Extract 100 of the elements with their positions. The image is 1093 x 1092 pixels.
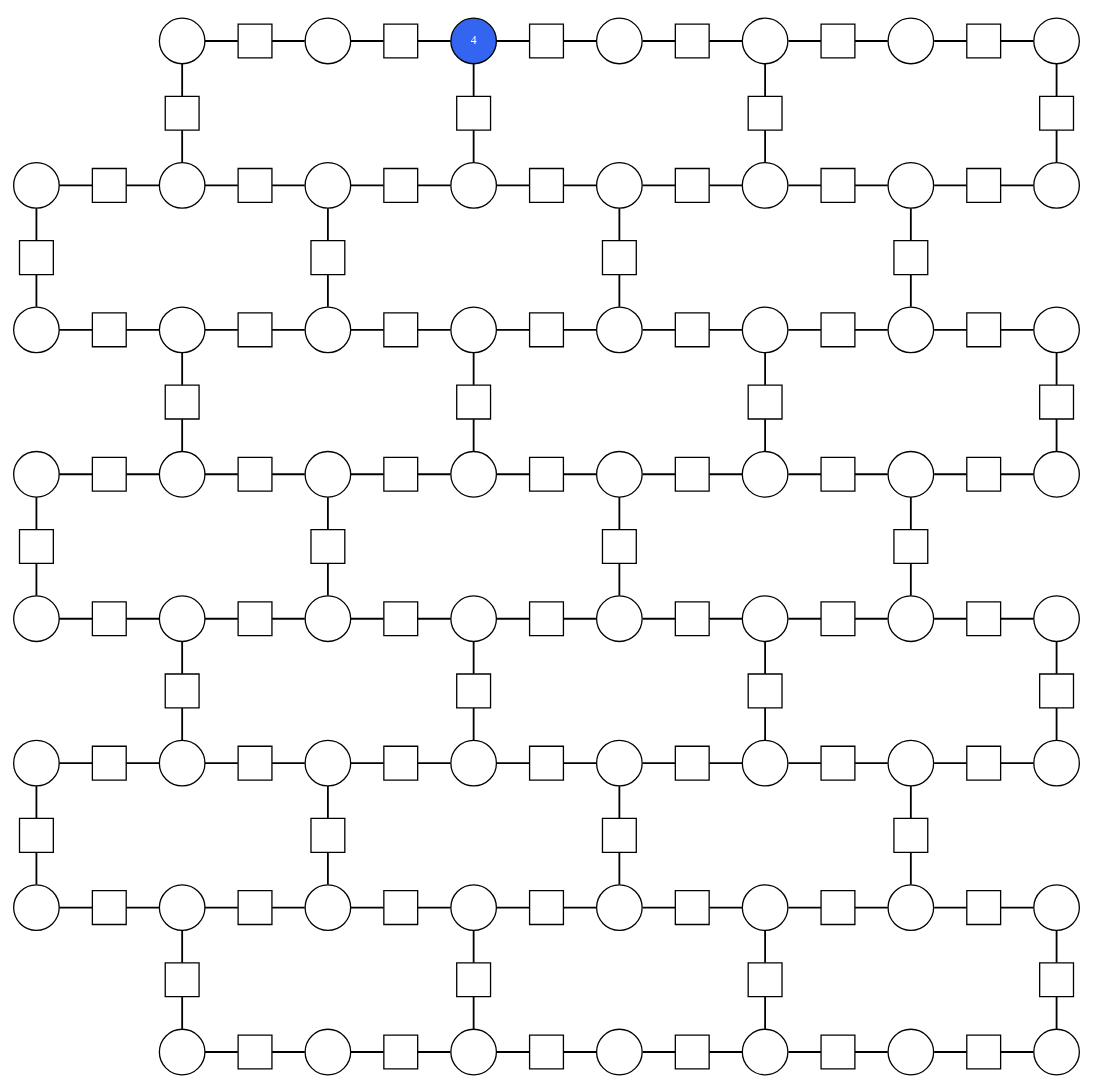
connector — [933, 617, 968, 620]
connector — [327, 206, 329, 241]
connector — [909, 273, 912, 308]
node-circle — [304, 450, 352, 498]
connector — [854, 39, 889, 42]
connector — [787, 906, 822, 908]
node-circle — [304, 1028, 352, 1075]
connector — [764, 128, 766, 163]
node-circle — [741, 594, 789, 642]
connector — [999, 617, 1035, 620]
connector — [181, 706, 184, 741]
node-box — [674, 745, 710, 781]
connector — [204, 906, 239, 908]
connector — [472, 995, 475, 1030]
node-circle — [887, 161, 935, 209]
connector — [416, 328, 452, 331]
connector — [854, 184, 889, 186]
connector — [909, 784, 912, 819]
connector — [562, 1050, 598, 1053]
connector — [472, 128, 475, 163]
connector — [787, 761, 822, 764]
connector — [708, 472, 743, 475]
node-circle — [741, 17, 789, 64]
node-circle — [741, 1028, 789, 1075]
node-box — [966, 167, 1002, 203]
node-circle — [450, 739, 498, 787]
node-circle — [1033, 305, 1080, 353]
connector — [496, 617, 531, 620]
connector — [181, 128, 184, 163]
connector — [327, 273, 329, 308]
connector — [416, 472, 452, 475]
connector — [181, 640, 184, 675]
connector — [641, 472, 677, 475]
node-circle — [887, 17, 935, 64]
connector — [181, 351, 184, 386]
node-circle — [1033, 883, 1080, 931]
node-circle — [887, 305, 935, 353]
node-box — [1039, 95, 1075, 131]
connector — [1055, 417, 1058, 452]
connector — [496, 472, 531, 475]
connector — [1055, 62, 1058, 97]
connector — [933, 184, 968, 186]
connector — [787, 472, 822, 475]
connector — [933, 39, 968, 42]
node-box — [91, 600, 127, 636]
connector — [349, 328, 385, 331]
node-circle — [304, 739, 352, 787]
connector — [787, 328, 822, 331]
node-box — [18, 239, 54, 275]
connector — [562, 906, 598, 908]
connector — [999, 184, 1035, 186]
node-box — [1039, 384, 1075, 420]
node-box — [237, 456, 273, 492]
node-box — [966, 456, 1002, 492]
connector — [999, 761, 1035, 764]
node-box — [820, 22, 856, 59]
node-circle — [304, 883, 352, 931]
node-box — [528, 889, 565, 925]
connector — [999, 39, 1035, 42]
node-box — [966, 889, 1002, 925]
node-box — [966, 311, 1002, 347]
connector — [349, 184, 385, 186]
node-circle — [595, 305, 643, 353]
node-circle — [595, 17, 643, 64]
node-circle — [304, 305, 352, 353]
connector — [125, 906, 160, 908]
node-circle — [1033, 450, 1080, 498]
connector — [562, 472, 598, 475]
connector — [271, 39, 306, 42]
connector — [349, 906, 385, 908]
connector — [416, 184, 452, 186]
connector — [349, 617, 385, 620]
connector — [933, 906, 968, 908]
node-circle — [741, 739, 789, 787]
node-box — [966, 1033, 1002, 1070]
connector — [787, 39, 822, 42]
node-box — [310, 528, 346, 564]
node-box — [383, 889, 419, 925]
node-circle — [887, 594, 935, 642]
connector — [58, 472, 93, 475]
node-box — [91, 167, 127, 203]
node-circle — [158, 17, 206, 64]
node-circle — [887, 739, 935, 787]
connector — [708, 1050, 743, 1053]
connector — [618, 784, 621, 819]
node-circle — [1033, 1028, 1080, 1075]
node-circle — [887, 883, 935, 931]
node-box — [820, 456, 856, 492]
connector — [271, 184, 306, 186]
node-box — [820, 311, 856, 347]
connector — [618, 495, 621, 530]
connector — [271, 906, 306, 908]
node-box — [966, 22, 1002, 59]
node-box — [91, 745, 127, 781]
node-box — [237, 745, 273, 781]
node-box — [820, 745, 856, 781]
node-circle — [595, 450, 643, 498]
connector — [909, 206, 912, 241]
node-box — [747, 384, 783, 420]
node-box — [820, 889, 856, 925]
